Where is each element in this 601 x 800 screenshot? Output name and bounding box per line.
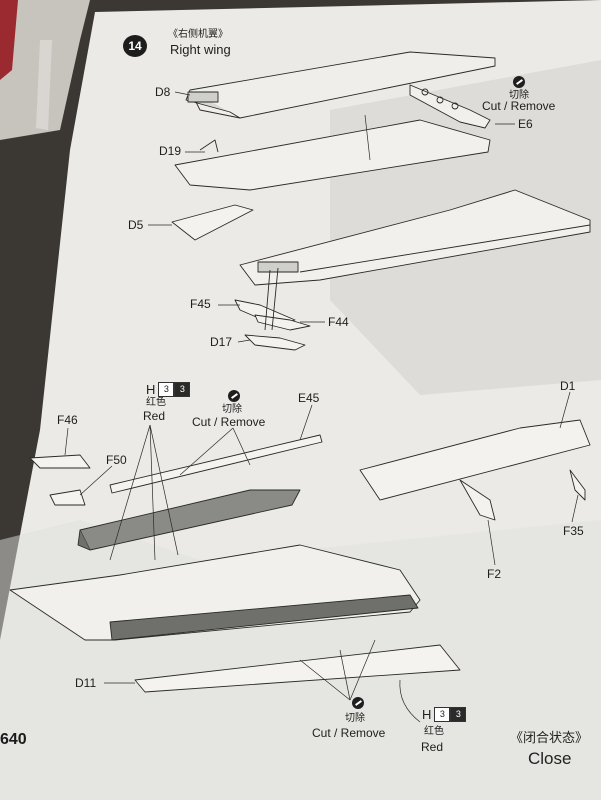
paint-top-en: Red — [143, 409, 166, 423]
part-label-d1: D1 — [560, 379, 576, 393]
gray-flap-part — [77, 489, 301, 551]
part-label-f44: F44 — [328, 315, 349, 329]
part-label-f2: F2 — [487, 567, 502, 581]
paint-swatch-dark: 3 — [450, 707, 467, 722]
part-label-f50: F50 — [106, 453, 127, 467]
paint-bot-en: Red — [421, 740, 444, 754]
wing-assembly-middle — [239, 189, 591, 286]
step-number-badge: 14 — [123, 35, 147, 57]
leader-lines — [64, 91, 579, 723]
paint-top-cn: 红色 — [146, 397, 166, 408]
close-state-en: Close — [528, 749, 572, 768]
part-label-d5: D5 — [128, 218, 144, 232]
paint-callout-top: H 3 3 — [146, 382, 191, 397]
part-F46-F50 — [29, 454, 91, 506]
part-label-f46: F46 — [57, 413, 78, 427]
part-E45 — [109, 434, 323, 494]
paint-swatch-white: 3 — [158, 382, 175, 397]
part-label-d8: D8 — [155, 85, 171, 99]
wing-assembly-lower — [9, 544, 421, 641]
close-state-cn: 《闭合状态》 — [510, 730, 589, 745]
paint-bot-cn: 红色 — [424, 726, 444, 737]
part-label-f35: F35 — [563, 524, 584, 538]
cut-bot-cn: 切除 — [345, 713, 365, 724]
cut-icon — [352, 697, 364, 709]
step-title-cn: 《右侧机翼》 — [168, 29, 228, 40]
cut-mid-en: Cut / Remove — [192, 415, 266, 429]
part-D19-lower-skin — [174, 119, 491, 191]
part-E6 — [409, 84, 491, 129]
cut-top-cn: 切除 — [509, 90, 529, 101]
paint-swatch-dark: 3 — [174, 382, 191, 397]
step-title-en: Right wing — [170, 42, 231, 57]
paint-h-label: H — [422, 707, 432, 722]
cut-icon — [513, 76, 525, 88]
cut-icon — [228, 390, 240, 402]
page-number: 640 — [0, 731, 27, 748]
paint-swatch-white: 3 — [434, 707, 451, 722]
part-D5 — [171, 204, 254, 241]
part-label-f45: F45 — [190, 297, 211, 311]
part-label-e45: E45 — [298, 391, 320, 405]
part-label-e6: E6 — [518, 117, 533, 131]
part-label-d17: D17 — [210, 335, 233, 349]
part-D11 — [134, 644, 461, 693]
paint-h-label: H — [146, 382, 156, 397]
part-D1-closed-flap — [359, 419, 591, 521]
part-label-d19: D19 — [159, 144, 182, 158]
part-D8-upper-wing — [185, 51, 496, 119]
part-label-d11: D11 — [75, 676, 97, 690]
part-F45-F44-D17 — [234, 267, 311, 351]
cut-top-en: Cut / Remove — [482, 99, 556, 113]
paint-callout-bottom: H 3 3 — [422, 707, 467, 722]
cut-mid-cn: 切除 — [222, 404, 242, 415]
cut-bot-en: Cut / Remove — [312, 726, 386, 740]
